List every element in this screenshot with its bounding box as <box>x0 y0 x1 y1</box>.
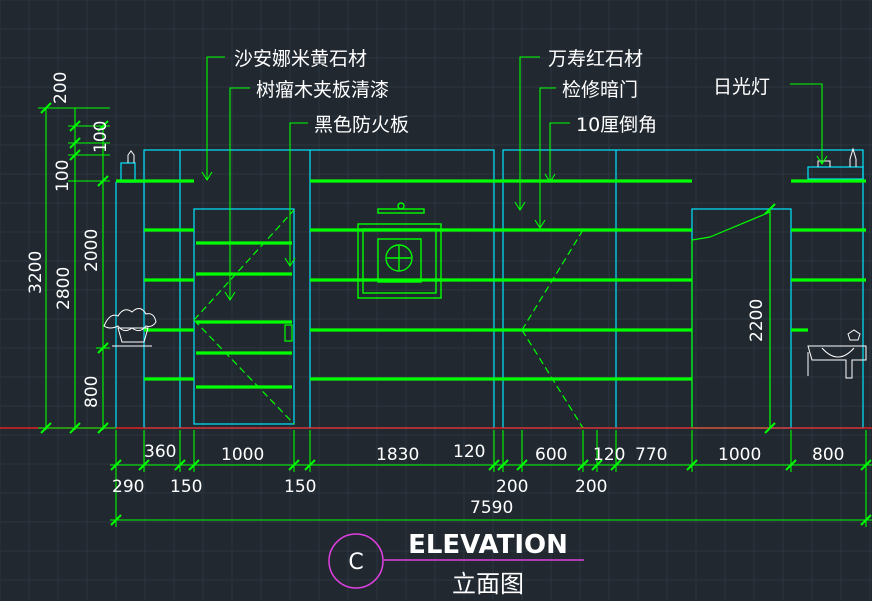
view-marker-circle <box>328 533 384 589</box>
dim-1000-left: 1000 <box>221 445 264 465</box>
label-shaanmi-stone: 沙安娜米黄石材 <box>234 48 367 70</box>
dim-360: 360 <box>144 442 176 462</box>
label-black-fireboard: 黑色防火板 <box>314 114 409 136</box>
dim-120-right: 120 <box>593 445 625 465</box>
dim-150-right: 150 <box>284 477 316 497</box>
label-fluorescent-light: 日光灯 <box>713 76 770 98</box>
stone-bands <box>116 179 866 389</box>
title-block: C ELEVATION 立面图 <box>328 530 584 598</box>
dim-100-upper: 100 <box>91 121 111 153</box>
dim-1830: 1830 <box>376 445 419 465</box>
dim-200-top: 200 <box>51 72 71 104</box>
dim-290: 290 <box>112 477 144 497</box>
leader-lines <box>201 56 828 302</box>
dim-800-bottom: 800 <box>812 445 844 465</box>
view-marker-letter: C <box>348 550 363 575</box>
label-tree-burl-veneer: 树瘤木夹板清漆 <box>256 79 389 101</box>
dim-150-left: 150 <box>170 477 202 497</box>
dim-100-lower: 100 <box>53 160 73 192</box>
dim-1000-right: 1000 <box>718 445 761 465</box>
dim-800: 800 <box>82 376 102 408</box>
wash-basin <box>807 329 867 379</box>
dim-200-a: 200 <box>496 477 528 497</box>
door-height-dimension <box>764 203 776 434</box>
label-chamfer: 10厘倒角 <box>576 114 657 136</box>
dim-2800: 2800 <box>54 267 74 310</box>
bottom-dimension-lines <box>110 430 872 527</box>
dim-120-left: 120 <box>453 442 485 462</box>
left-dimension-lines <box>38 102 116 434</box>
dim-200-b: 200 <box>575 477 607 497</box>
title-chinese: 立面图 <box>452 570 524 598</box>
label-wanshou-red-stone: 万寿红石材 <box>548 48 643 70</box>
dim-2200: 2200 <box>747 299 767 342</box>
dim-600: 600 <box>535 445 567 465</box>
dim-7590-total: 7590 <box>470 498 513 518</box>
dim-770: 770 <box>635 445 667 465</box>
wall-ornament <box>357 202 442 299</box>
dim-2000: 2000 <box>82 229 102 272</box>
potted-plant <box>103 147 857 347</box>
label-access-door: 检修暗门 <box>562 79 638 101</box>
dim-3200: 3200 <box>26 251 46 294</box>
title-elevation: ELEVATION <box>408 530 568 560</box>
door-handle <box>284 324 293 342</box>
